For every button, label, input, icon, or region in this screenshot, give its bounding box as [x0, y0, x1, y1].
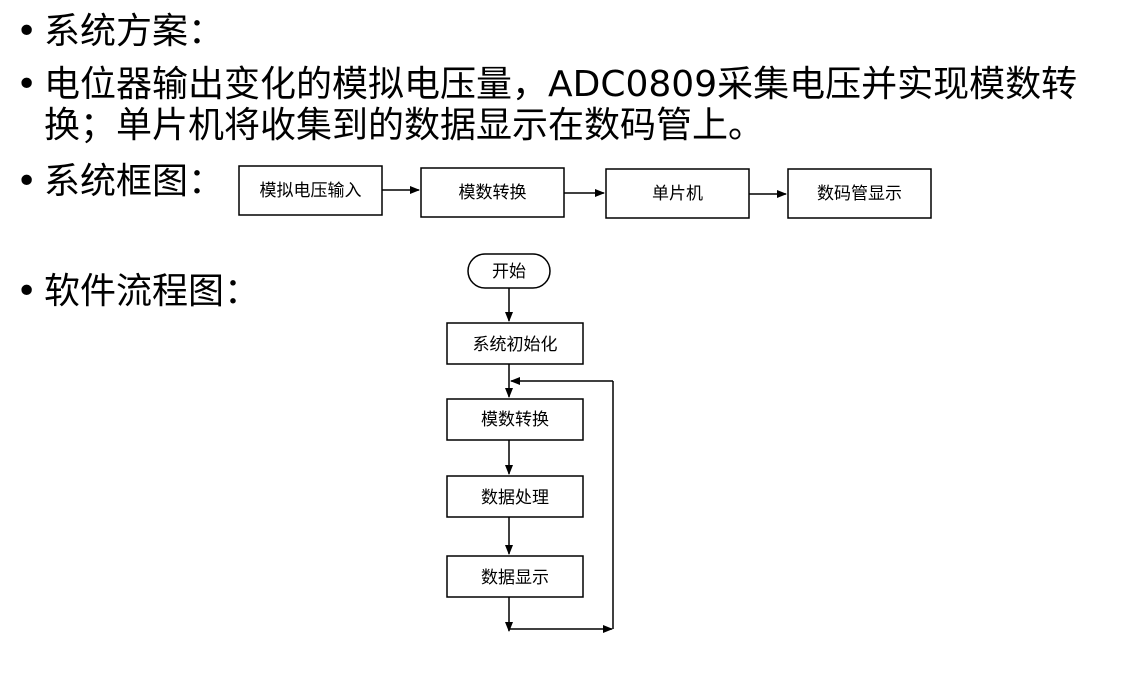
block-analog-input: [238, 165, 383, 216]
description-line-2: 换；单片机将收集到的数据显示在数码管上。: [44, 105, 765, 146]
block-mcu-label: 单片机: [652, 184, 703, 204]
block-diagram: 模拟电压输入 模数转换 单片机 数码管显示: [238, 165, 932, 219]
flow-step-init-label: 系统初始化: [473, 335, 558, 355]
block-analog-input-label: 模拟电压输入: [260, 181, 362, 201]
bullet-dot: •: [16, 64, 38, 105]
bullet-description: •电位器输出变化的模拟电压量，ADC0809采集电压并实现模数转: [16, 63, 1077, 107]
block-digital-display-label: 数码管显示: [817, 184, 902, 204]
bullet-dot: •: [16, 161, 38, 202]
bullet-block-diagram: •系统框图：: [16, 160, 224, 204]
flow-step-display: [446, 555, 584, 598]
block-mcu: [605, 168, 750, 219]
bullet-dot: •: [16, 271, 38, 312]
scheme-title: 系统方案：: [44, 11, 225, 52]
block-diagram-title: 系统框图：: [44, 161, 225, 202]
flow-step-process-label: 数据处理: [481, 488, 549, 508]
flow-step-adc-label: 模数转换: [481, 410, 549, 430]
block-digital-display: [787, 168, 932, 219]
flow-step-init: [446, 322, 584, 365]
flow-start-label: 开始: [492, 262, 526, 282]
bullet-dot: •: [16, 11, 38, 52]
flow-step-adc: [446, 398, 584, 441]
flowchart: 开始 系统初始化 模数转换 数据处理 数据显示: [446, 253, 614, 633]
flow-step-display-label: 数据显示: [481, 568, 549, 588]
bullet-scheme: •系统方案：: [16, 10, 224, 54]
flow-step-process: [446, 475, 584, 518]
bullet-flowchart: •软件流程图：: [16, 270, 260, 314]
block-ad-conversion-label: 模数转换: [459, 183, 527, 203]
description-line-1: 电位器输出变化的模拟电压量，ADC0809采集电压并实现模数转: [44, 64, 1078, 105]
flowchart-title: 软件流程图：: [44, 271, 261, 312]
